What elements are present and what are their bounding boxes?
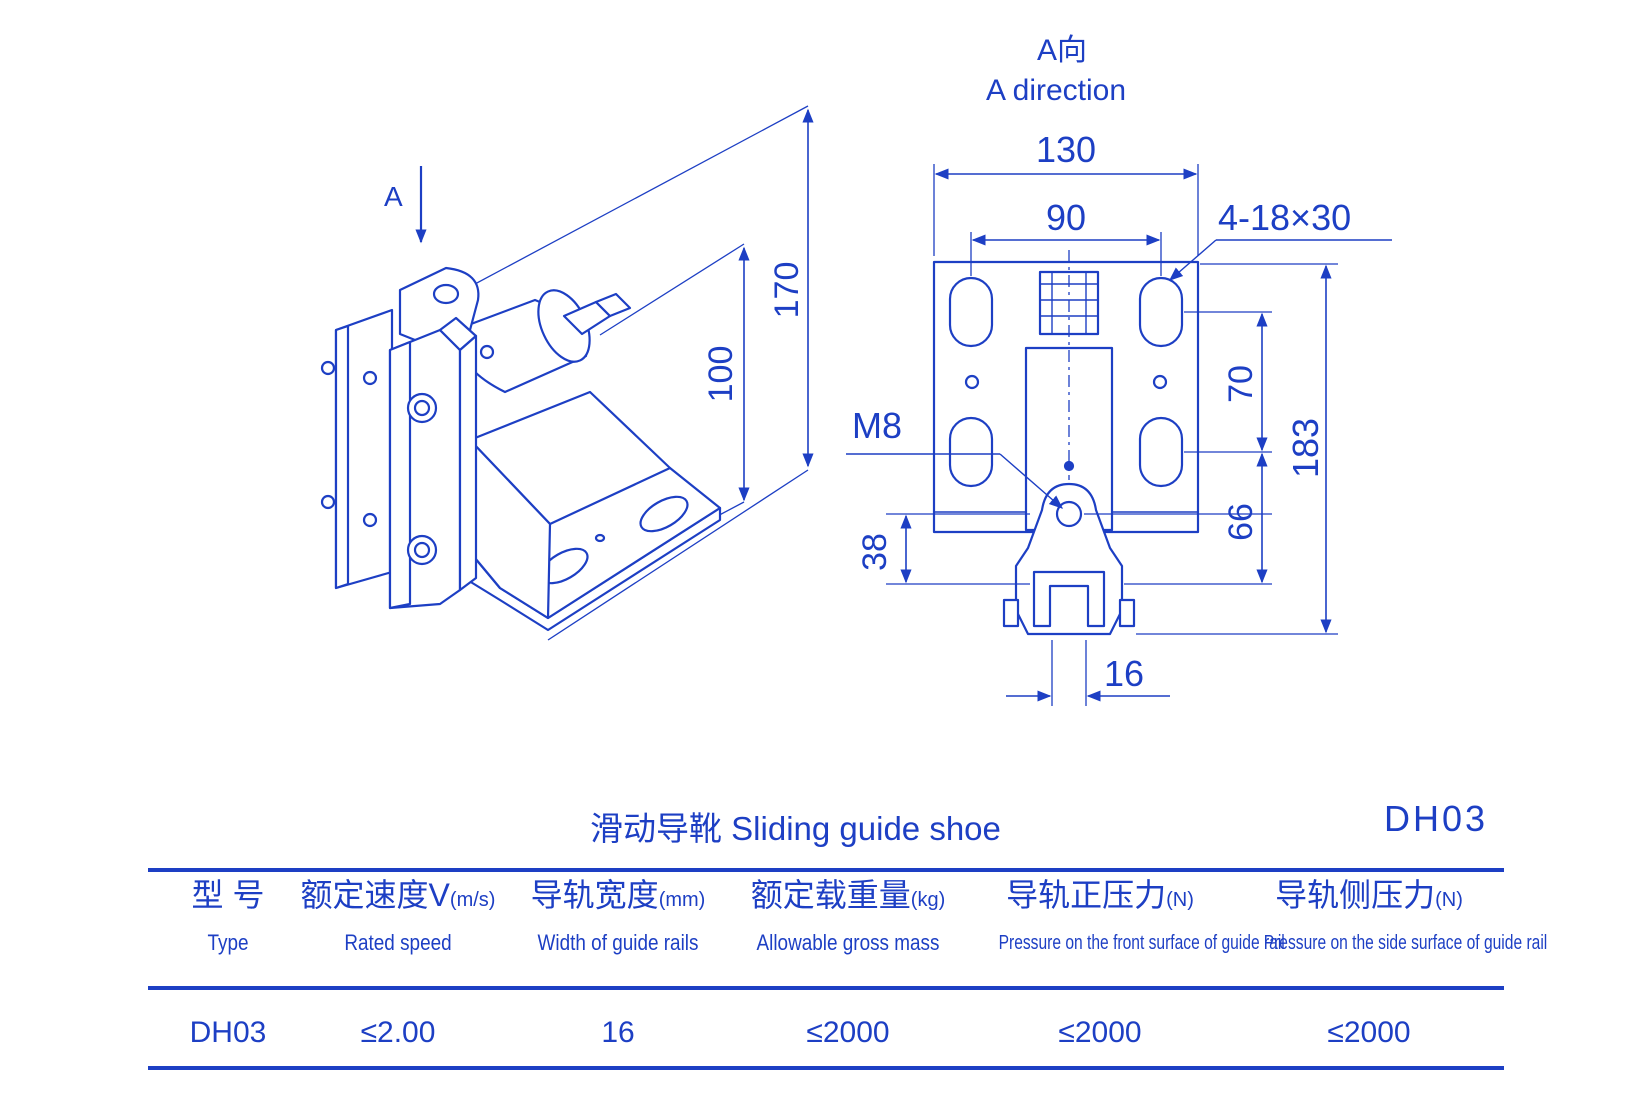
header-gross-mass-en: Allowable gross mass [756,930,940,955]
header-front-pressure: 导轨正压力(N) Pressure on the front surface o… [970,874,1285,958]
spring-cylinder [453,289,632,394]
header-side-pressure-en: Pressure on the side surface of guide ra… [1263,932,1548,954]
header-rated-speed-zh: 额定速度V [300,877,450,913]
product-title: 滑动导靴 Sliding guide shoe [590,810,1001,847]
dim-38: 38 [856,513,1030,585]
cell-type: DH03 [189,1016,267,1049]
header-rail-width: 导轨宽度(mm) Width of guide rails [508,874,728,958]
cell-front-pressure: ≤2000 [1058,1016,1142,1049]
header-side-pressure-unit: (N) [1435,889,1463,911]
view-arrow-label: A [384,181,403,212]
view-arrow-a: A [384,166,427,244]
table-top-rule [148,868,1504,872]
header-type-en: Type [207,930,249,955]
cell-rail-width: 16 [601,1016,635,1049]
header-rated-speed: 额定速度V(m/s) Rated speed [288,874,508,958]
slot-spec-label: 4-18×30 [1218,197,1351,238]
dim-70: 70 [1184,311,1272,453]
dim-70-label: 70 [1222,365,1260,403]
view-title-en: A direction [986,74,1126,107]
dim-90-label: 90 [1046,197,1086,238]
slot-callout: 4-18×30 [1168,197,1392,281]
header-front-pressure-zh: 导轨正压力 [1006,877,1167,913]
dim-170-label: 170 [768,262,806,319]
dim-16-label: 16 [1104,653,1144,694]
technical-drawing: A [320,34,1392,706]
header-gross-mass-unit: (kg) [910,889,946,911]
header-side-pressure: 导轨侧压力(N) Pressure on the side surface of… [1234,874,1548,958]
header-gross-mass-zh: 额定载重量 [750,877,911,913]
rear-shoe-plate [320,308,394,590]
header-front-pressure-unit: (N) [1166,889,1194,911]
dim-66: 66 [1084,452,1272,585]
cell-gross-mass: ≤2000 [806,1016,890,1049]
dim-100-label: 100 [702,346,740,403]
dim-130: 130 [933,129,1199,256]
header-rail-width-en: Width of guide rails [537,930,699,955]
thread-label: M8 [852,405,902,446]
front-clamp-plate [388,316,478,610]
table-middle-rule [148,986,1504,990]
caption: 滑动导靴 Sliding guide shoe DH03 [0,798,1652,852]
bolt-lower [406,534,438,566]
dim-16: 16 [1006,653,1170,702]
header-side-pressure-zh: 导轨侧压力 [1275,877,1436,913]
extension-lines [459,105,809,641]
header-rated-speed-unit: (m/s) [449,889,496,911]
header-rated-speed-en: Rated speed [344,930,452,955]
header-rail-width-zh: 导轨宽度 [530,877,659,913]
dim-90: 90 [970,197,1162,276]
header-type-zh: 型 号 [191,877,265,913]
bolt-upper [406,392,438,424]
cell-side-pressure: ≤2000 [1327,1016,1411,1049]
gusset [468,390,672,620]
header-rail-width-unit: (mm) [658,889,706,911]
a-direction-view: A向 A direction [846,34,1392,706]
table-bottom-rule [148,1066,1504,1070]
dim-183-label: 183 [1285,418,1326,478]
isometric-view: A [320,105,814,641]
pivot-shoe [1002,482,1136,706]
thread-callout: M8 [846,405,1064,509]
header-front-pressure-en: Pressure on the front surface of guide r… [998,932,1285,954]
header-gross-mass: 额定载重量(kg) Allowable gross mass [728,874,968,958]
dim-100: 100 [702,246,750,502]
dim-130-label: 130 [1036,129,1096,170]
dim-170: 170 [768,108,814,468]
view-title-zh: A向 [1037,34,1087,67]
dim-38-label: 38 [856,533,894,571]
dim-66-label: 66 [1222,503,1260,541]
header-type: 型 号 Type [168,874,288,958]
dim-183: 183 [1136,263,1338,635]
product-model: DH03 [1384,798,1489,839]
cell-rated-speed: ≤2.00 [360,1016,436,1049]
